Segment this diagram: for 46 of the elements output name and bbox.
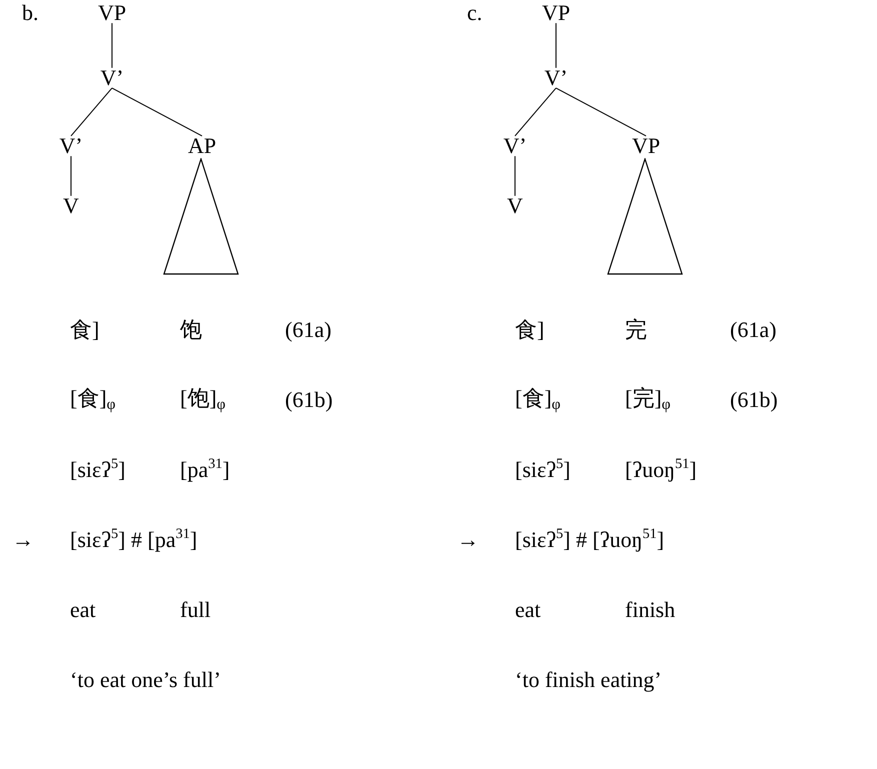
- transcription-text: [pa$^{31}$]: [180, 456, 230, 484]
- transcription-text: [siɛʔ$^{5}$]: [70, 456, 126, 484]
- gloss-text: finish: [625, 596, 676, 624]
- tree-branch-line: [70, 156, 72, 196]
- tree-node-label: VP: [542, 0, 570, 26]
- tree-branch-line: [514, 156, 516, 196]
- phrase-text: [食]$_{φ}$: [515, 385, 561, 415]
- gloss-text: eat: [70, 596, 96, 624]
- tree-node-label: V’: [59, 134, 83, 158]
- tree-node-label: V’: [503, 134, 527, 158]
- tree-branch-line: [112, 88, 202, 136]
- example-number: (61a): [285, 316, 332, 344]
- hanzi-text: 完: [625, 316, 647, 344]
- tree-node-label: AP: [188, 134, 216, 158]
- tree-node-label: VP: [632, 134, 660, 158]
- tree-node-label: V’: [544, 66, 568, 90]
- phrase-text: [饱]$_{φ}$: [180, 385, 226, 415]
- derivation-arrow: →: [12, 526, 34, 554]
- tree-node-label: V’: [100, 66, 124, 90]
- hanzi-text: 食]: [70, 316, 100, 344]
- tree-node-label: VP: [98, 0, 126, 26]
- transcription-text: [siɛʔ$^{5}$]: [515, 456, 570, 484]
- tree-branch-line: [514, 88, 556, 136]
- transcription-text: [siɛʔ$^{5}$] # [pa$^{31}$]: [70, 526, 198, 554]
- example-number: (61b): [285, 386, 333, 414]
- tree-branch-line: [556, 88, 646, 136]
- hanzi-text: 饱: [180, 316, 202, 344]
- derivation-arrow: →: [457, 526, 479, 554]
- tree-branch-line: [70, 88, 112, 136]
- example-number: (61a): [730, 316, 776, 344]
- gloss-text: full: [180, 596, 211, 624]
- phrase-text: [完]$_{φ}$: [625, 385, 671, 415]
- phrase-text: [食]$_{φ}$: [70, 385, 116, 415]
- panel-letter: c.: [467, 0, 482, 26]
- tree-node-label: V: [63, 194, 79, 218]
- triangle-symbol: [163, 158, 239, 275]
- gloss-text: eat: [515, 596, 541, 624]
- panel-letter: b.: [22, 0, 38, 26]
- hanzi-text: 食]: [515, 316, 544, 344]
- transcription-text: [siɛʔ$^{5}$] # [ʔuoŋ$^{51}$]: [515, 526, 664, 554]
- tree-node-label: V: [507, 194, 523, 218]
- translation-text: ‘to eat one’s full’: [70, 666, 221, 694]
- translation-text: ‘to finish eating’: [515, 666, 662, 694]
- transcription-text: [ʔuoŋ$^{51}$]: [625, 456, 697, 484]
- example-number: (61b): [730, 386, 778, 414]
- triangle-symbol: [607, 158, 683, 275]
